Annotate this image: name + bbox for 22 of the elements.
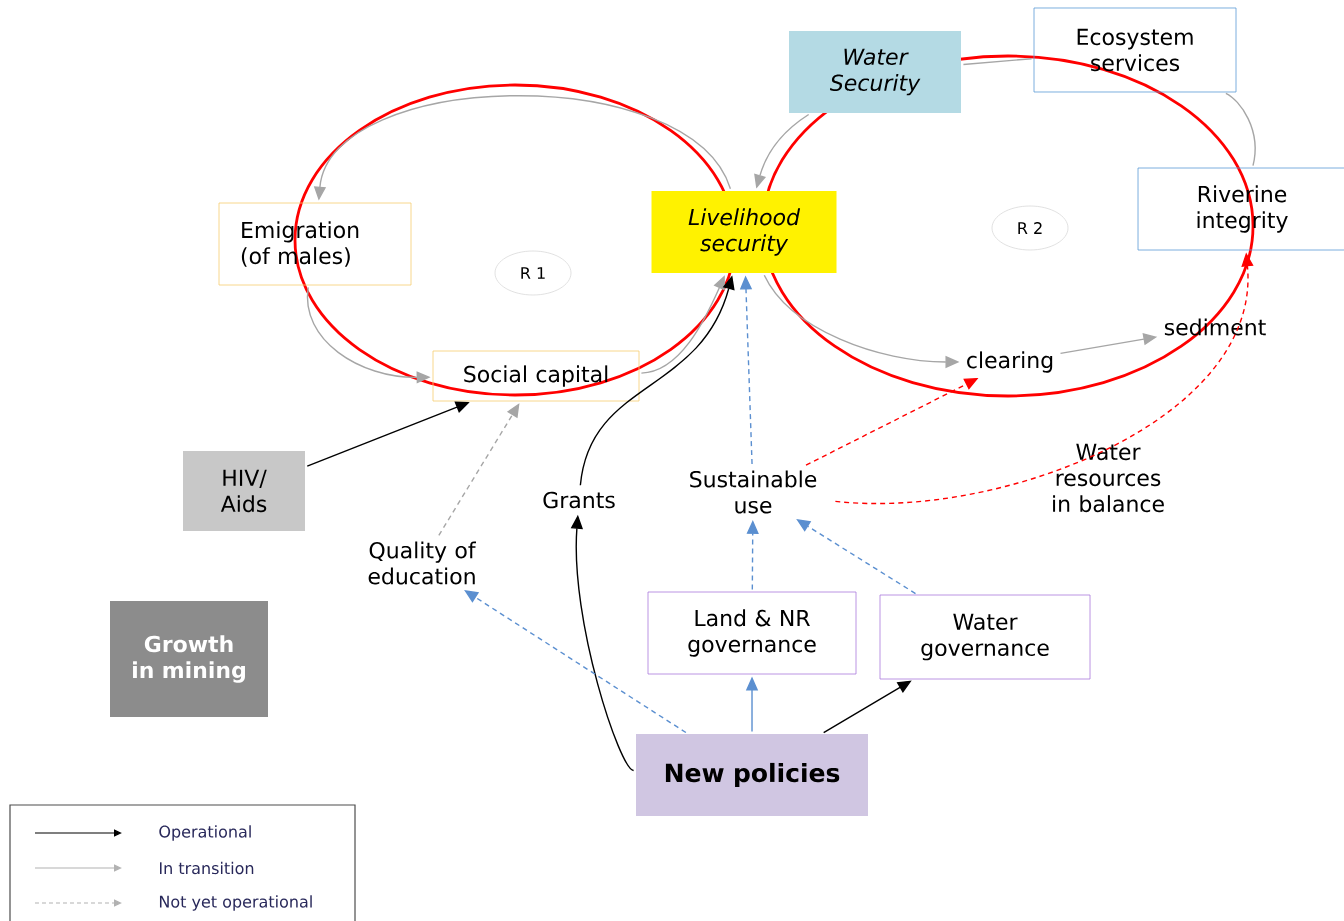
loop-label: R 1 (494, 250, 572, 296)
legend-text: In transition (159, 861, 254, 875)
legend-text: Not yet operational (159, 895, 312, 911)
arrow (464, 590, 687, 734)
loop-label: R 2 (991, 205, 1069, 251)
concept-text: Sustainable use (690, 470, 817, 514)
concept-box: Livelihood security (651, 191, 837, 273)
concept-text: Quality of education (368, 541, 476, 585)
concept-box: Water governance (879, 594, 1091, 680)
concept-text: clearing (967, 351, 1053, 373)
concept-text: Water resources in balance (1053, 443, 1164, 513)
legend-text: Operational (159, 825, 251, 841)
concept-box: New policies (636, 734, 868, 816)
concept-box: Land & NR governance (647, 591, 857, 675)
arrow (796, 519, 917, 595)
concept-box: Social capital (432, 350, 640, 402)
arrow (438, 403, 520, 537)
concept-box: Water Security (789, 31, 961, 113)
concept-box: Growth in mining (110, 601, 268, 717)
concept-box: Ecosystem services (1033, 7, 1237, 93)
concept-box: HIV/ Aids (183, 451, 305, 531)
concept-text: Grants (543, 491, 615, 509)
